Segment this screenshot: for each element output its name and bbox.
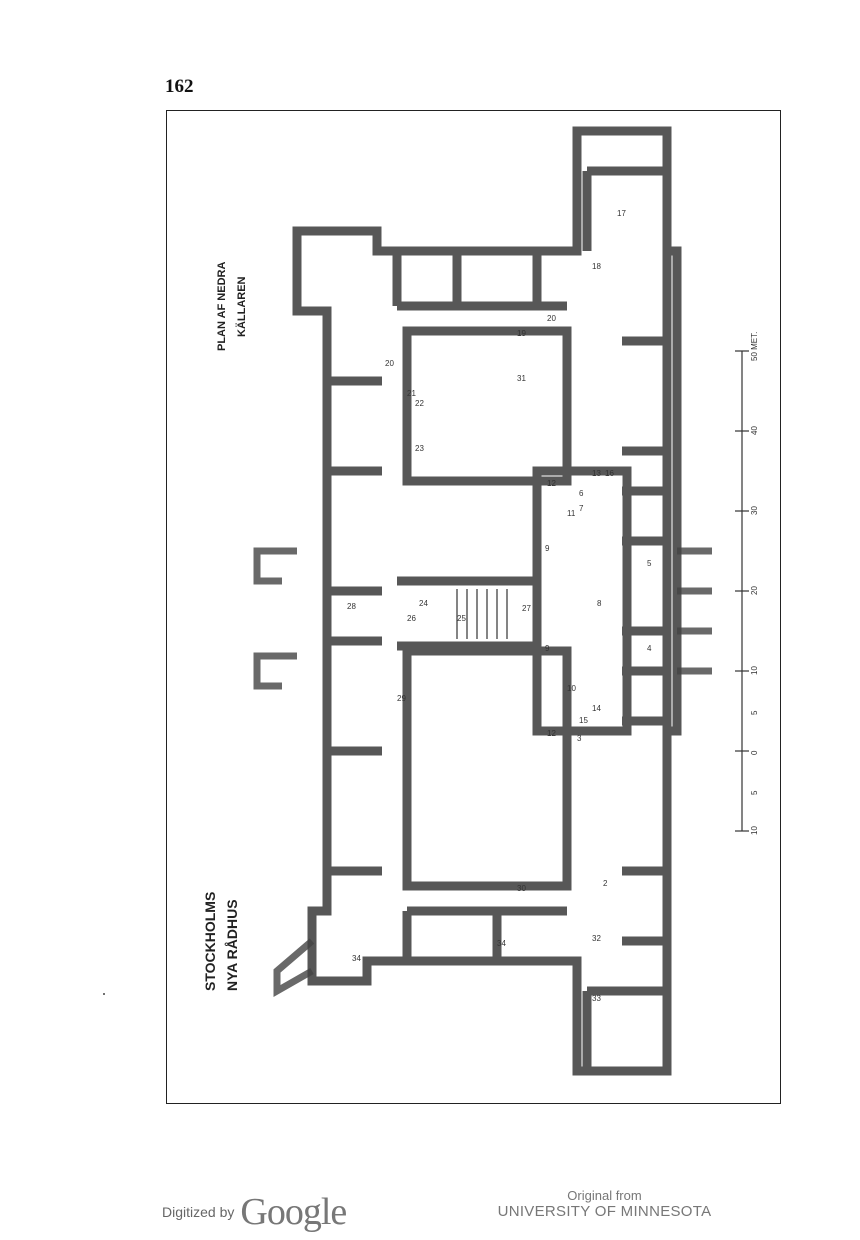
top-block	[582, 166, 667, 251]
scale-label: 10	[750, 666, 759, 675]
room-number: 11	[567, 509, 576, 518]
left-bay-bottom	[253, 652, 297, 690]
room-number: 26	[407, 614, 416, 623]
institution-name: UNIVERSITY OF MINNESOTA	[497, 1203, 712, 1220]
room-number: 22	[415, 399, 424, 408]
room-number: 6	[579, 489, 584, 498]
digitized-by-label: Digitized by	[162, 1204, 235, 1220]
entry-ramp	[273, 938, 315, 998]
original-from-label: Original from	[567, 1188, 642, 1203]
top-rooms	[392, 251, 567, 311]
scale-label: 50 MET.	[750, 332, 759, 361]
scale-label: 20	[750, 586, 759, 595]
room-number: 33	[592, 994, 601, 1003]
central-corridor	[397, 576, 537, 651]
room-number: 8	[597, 599, 602, 608]
google-logo: Google	[240, 1191, 347, 1233]
room-number: 9	[545, 544, 550, 553]
bottom-rooms	[402, 906, 567, 961]
room-number: 25	[457, 614, 466, 623]
room-number: 12	[547, 479, 556, 488]
room-number: 9	[545, 644, 550, 653]
right-rooms	[622, 336, 667, 946]
room-number: 19	[517, 329, 526, 338]
original-from-credit: Original from UNIVERSITY OF MINNESOTA	[497, 1188, 712, 1220]
room-number: 18	[592, 262, 601, 271]
room-number: 24	[419, 599, 428, 608]
scale-label: 0	[750, 750, 759, 755]
room-number: 5	[647, 559, 652, 568]
room-number: 27	[522, 604, 531, 613]
room-number: 23	[415, 444, 424, 453]
room-number: 17	[617, 209, 626, 218]
right-wing-wall	[667, 246, 682, 736]
room-number: 3	[577, 734, 582, 743]
room-number: 20	[385, 359, 394, 368]
scale-label: 30	[750, 506, 759, 515]
room-number: 16	[605, 469, 614, 478]
scale-label: 10	[750, 826, 759, 835]
room-number: 20	[547, 314, 556, 323]
scale-label: 5	[750, 790, 759, 795]
room-number: 7	[579, 504, 584, 513]
room-number: 34	[497, 939, 506, 948]
title-left-line1: STOCKHOLMS	[202, 892, 218, 991]
room-number: 10	[567, 684, 576, 693]
title-right-line2: KÄLLAREN	[235, 276, 248, 337]
room-number: 32	[592, 934, 601, 943]
room-number: 34	[352, 954, 361, 963]
digitized-by-credit: Digitized by Google	[162, 1190, 347, 1234]
room-number: 29	[397, 694, 406, 703]
room-number: 31	[517, 374, 526, 383]
floor-plan-drawing: STOCKHOLMS NYA RÅDHUS PLAN AF NEDRA KÄLL…	[202, 126, 759, 1076]
title-left-line2: NYA RÅDHUS	[224, 899, 240, 991]
room-number: 28	[347, 602, 356, 611]
left-bay-top	[253, 547, 297, 585]
corridor-stair	[456, 589, 508, 639]
scale-label: 5	[750, 710, 759, 715]
room-number: 15	[579, 716, 588, 725]
room-number: 13	[592, 469, 601, 478]
room-number: 12	[547, 729, 556, 738]
right-portico	[677, 547, 712, 675]
room-number: 14	[592, 704, 601, 713]
outer-wall	[292, 126, 672, 1076]
room-number: 2	[603, 879, 608, 888]
room-number: 4	[647, 644, 652, 653]
scale-label: 40	[750, 426, 759, 435]
scan-speck	[103, 993, 105, 995]
page-number: 162	[165, 76, 194, 97]
floor-plan-figure: STOCKHOLMS NYA RÅDHUS PLAN AF NEDRA KÄLL…	[166, 110, 781, 1104]
room-number: 21	[407, 389, 416, 398]
room-number: 30	[517, 884, 526, 893]
courtyard-lower	[402, 646, 572, 891]
bottom-block	[582, 986, 667, 1071]
title-right-line1: PLAN AF NEDRA	[216, 262, 228, 351]
courtyard-upper	[402, 326, 572, 486]
central-hall	[532, 466, 632, 736]
left-rooms	[327, 376, 382, 876]
